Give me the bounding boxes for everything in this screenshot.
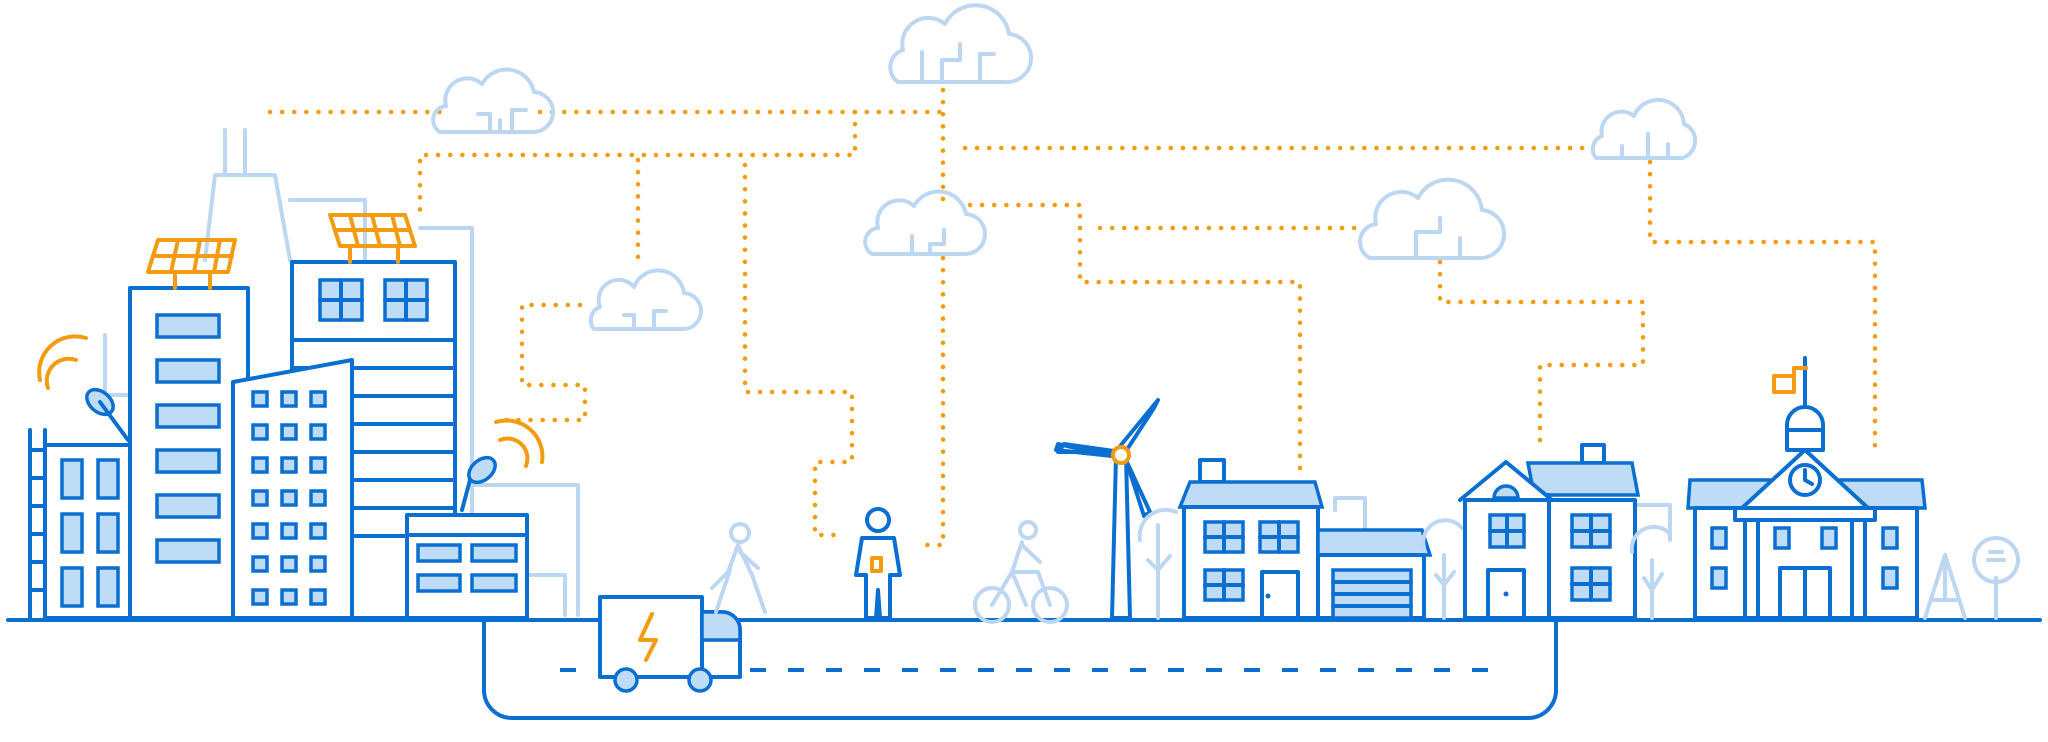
wind-turbine-icon [1054,398,1160,620]
light-icon [1972,536,2020,620]
cloud-icon [431,67,556,135]
lightning-bolt-icon [638,612,658,662]
road-loop [482,620,1558,720]
apartment-building-center [231,358,354,620]
cyclist-icon [973,520,1069,624]
network-connection-lines [267,87,1878,548]
satellite-dish-icon [37,334,130,442]
person-with-phone-icon [854,507,902,620]
office-tower [128,286,250,620]
cloud-icon [1590,97,1698,160]
tree-icon [1421,518,1464,620]
tree-icon [1629,524,1672,620]
school-building-icon [1686,356,1927,620]
cloud-icon [888,3,1034,85]
cloud-icon [863,189,988,257]
cloud-icon [588,268,704,332]
garage-icon [1316,528,1433,620]
electric-truck-icon [598,595,742,693]
tree-icon [1137,507,1178,620]
pedestrian-icon [710,522,767,614]
house-icon [1177,458,1325,620]
flag-icon [1772,366,1808,394]
cloud-icon [1358,177,1507,261]
solar-panel-icon [328,213,417,264]
house-icon [1458,443,1641,620]
low-building [405,513,529,620]
swing-icon [1923,553,1967,620]
solar-panel-icon [146,238,237,290]
satellite-dish-icon [460,418,545,512]
